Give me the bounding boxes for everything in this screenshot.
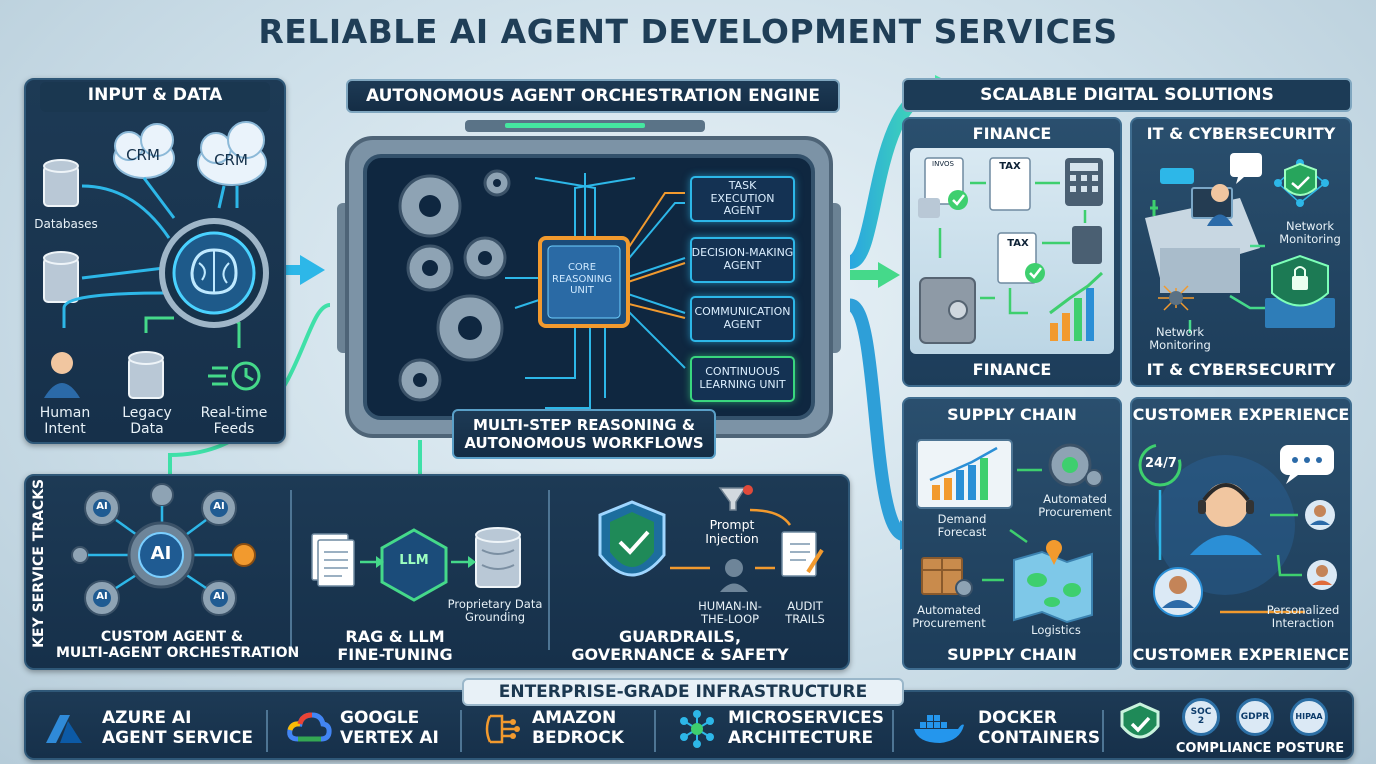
automated-procurement-label-1: Automated Procurement [1038, 492, 1112, 520]
human-intent-label: Human Intent [39, 405, 91, 438]
solutions-banner: SCALABLE DIGITAL SOLUTIONS [902, 78, 1352, 112]
network-monitoring-label-1: Network Monitoring [1279, 219, 1341, 247]
core-reasoning-unit: CORE REASONING UNIT [552, 262, 612, 296]
hipaa-badge: HIPAA [1290, 698, 1328, 736]
bedrock-icon [485, 714, 520, 744]
key-service-tracks-label: KEY SERVICE TRACKS [31, 478, 48, 648]
continuous-learning-unit: CONTINUOUS LEARNING UNIT [690, 356, 795, 402]
finance-footer: FINANCE [972, 360, 1052, 379]
compliance-posture-label: COMPLIANCE POSTURE [1175, 741, 1345, 756]
azure-label: AZURE AI AGENT SERVICE [102, 708, 253, 748]
google-cloud-icon [287, 712, 332, 742]
docker-label: DOCKER CONTAINERS [978, 708, 1101, 748]
it-cybersecurity-footer: IT & CYBERSECURITY [1146, 360, 1336, 379]
logistics-label: Logistics [1031, 623, 1081, 637]
microservices-label: MICROSERVICES ARCHITECTURE [728, 708, 885, 748]
crm-label-2: CRM [214, 151, 248, 169]
docker-icon [914, 715, 964, 743]
databases-label: Databases [34, 217, 98, 231]
custom-agent-label: CUSTOM AGENT & MULTI-AGENT ORCHESTRATION [56, 629, 300, 661]
rag-graphics [311, 527, 521, 602]
human-in-the-loop-label: HUMAN-IN- THE-LOOP [698, 599, 762, 627]
tracks-divider-2 [548, 490, 550, 650]
audit-trails-label: AUDIT TRAILS [785, 599, 825, 627]
gdpr-badge: GDPR [1236, 698, 1274, 736]
input-graphics [43, 121, 269, 399]
guardrails-graphics [598, 485, 824, 592]
google-vertex-item: GOOGLE VERTEX AI [287, 700, 439, 758]
amazon-bedrock-label: AMAZON BEDROCK [532, 708, 624, 748]
infrastructure-banner: ENTERPRISE-GRADE INFRASTRUCTURE [462, 678, 904, 706]
finance-title: FINANCE [972, 124, 1052, 143]
microservices-icon [680, 710, 714, 748]
azure-item: AZURE AI AGENT SERVICE [46, 700, 253, 758]
realtime-feeds-label: Real-time Feeds [200, 405, 268, 438]
infra-divider-3 [654, 710, 656, 752]
automated-procurement-label-2: Automated Procurement [912, 603, 986, 631]
cx-graphics [1138, 443, 1337, 617]
microservices-item: MICROSERVICES ARCHITECTURE [676, 700, 884, 758]
finance-doc-invos: INVOS [932, 160, 954, 168]
engine-footer: MULTI-STEP REASONING & AUTONOMOUS WORKFL… [452, 409, 716, 459]
finance-doc-tax-2: TAX [1007, 238, 1029, 249]
supply-chain-footer: SUPPLY CHAIN [947, 645, 1077, 664]
ai-node-1: AI [96, 501, 108, 512]
ai-node-4: AI [213, 591, 225, 602]
cx-24-7-label: 24/7 [1145, 456, 1177, 471]
azure-icon [46, 715, 82, 743]
supply-graphics [916, 439, 1103, 624]
crm-label-1: CRM [126, 146, 160, 164]
legacy-data-label: Legacy Data [122, 405, 172, 438]
engine-banner: AUTONOMOUS AGENT ORCHESTRATION ENGINE [346, 79, 840, 113]
custom-agent-graphics [71, 483, 256, 616]
personalized-interaction-label: Personalized Interaction [1266, 603, 1340, 631]
demand-forecast-label: Demand Forecast [937, 512, 987, 540]
google-vertex-label: GOOGLE VERTEX AI [340, 708, 439, 748]
infra-divider-5 [1102, 710, 1104, 752]
rag-fine-tuning-label: RAG & LLM FINE-TUNING [337, 627, 453, 664]
customer-experience-quadrant [1130, 397, 1352, 670]
supply-chain-title: SUPPLY CHAIN [947, 405, 1077, 424]
page-title: RELIABLE AI AGENT DEVELOPMENT SERVICES [258, 12, 1118, 51]
it-graphics [1145, 153, 1335, 333]
infra-divider-1 [266, 710, 268, 752]
proprietary-data-label: Proprietary Data Grounding [447, 597, 543, 625]
guardrails-label: GUARDRAILS, GOVERNANCE & SAFETY [571, 627, 789, 664]
prompt-injection-label: Prompt Injection [705, 517, 759, 546]
ai-node-3: AI [96, 591, 108, 602]
decision-making-agent: DECISION-MAKING AGENT [690, 237, 795, 283]
customer-experience-footer: CUSTOMER EXPERIENCE [1132, 645, 1350, 664]
compliance-shield-icon [1120, 702, 1160, 739]
network-monitoring-label-2: Network Monitoring [1149, 325, 1211, 353]
finance-doc-tax-1: TAX [999, 161, 1021, 172]
input-data-title: INPUT & DATA [40, 82, 270, 112]
docker-item: DOCKER CONTAINERS [912, 700, 1100, 758]
communication-agent: COMMUNICATION AGENT [690, 296, 795, 342]
infra-divider-2 [460, 710, 462, 752]
soc2-badge: SOC 2 [1182, 698, 1220, 736]
ai-node-2: AI [213, 501, 225, 512]
amazon-bedrock-item: AMAZON BEDROCK [482, 700, 624, 758]
infra-divider-4 [892, 710, 894, 752]
llm-label: LLM [399, 553, 429, 568]
task-execution-agent: TASK EXECUTION AGENT [690, 176, 795, 222]
customer-experience-title: CUSTOMER EXPERIENCE [1132, 405, 1350, 424]
finance-graphics [918, 157, 1104, 344]
ai-hub-label: AI [150, 543, 172, 564]
it-cybersecurity-title: IT & CYBERSECURITY [1146, 124, 1336, 143]
compliance-group: SOC 2 GDPR HIPAA COMPLIANCE POSTURE [1112, 696, 1352, 760]
tracks-divider-1 [290, 490, 292, 650]
